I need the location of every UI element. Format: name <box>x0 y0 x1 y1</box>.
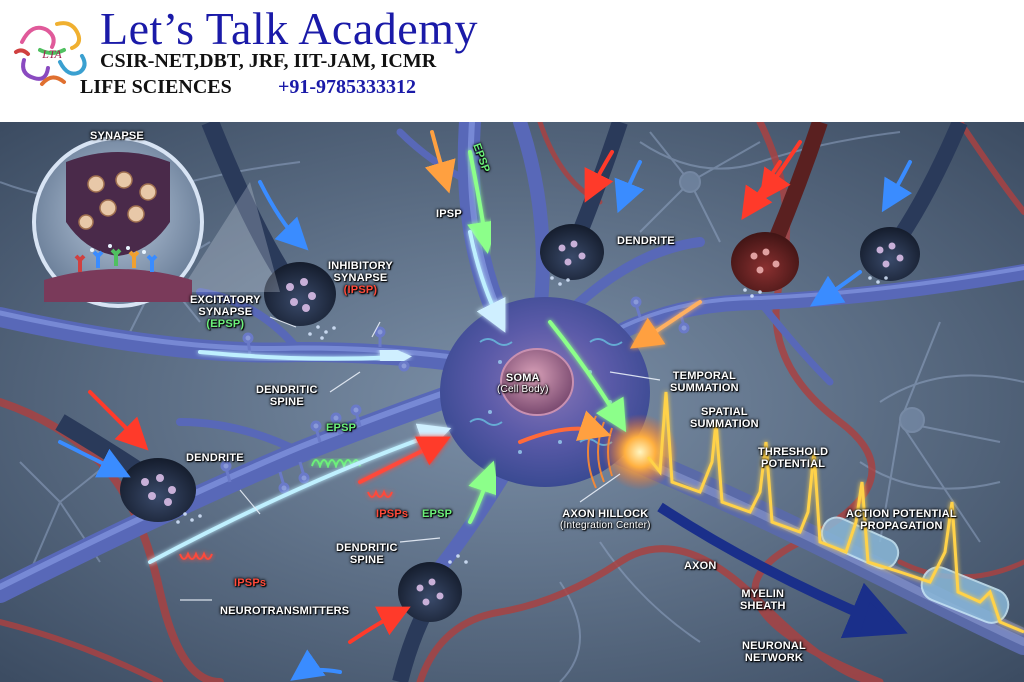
label-dendritic-spine-lower: DENDRITIC SPINE <box>336 542 398 566</box>
synapse-inset <box>32 136 280 308</box>
label-neurotransmitters: NEUROTRANSMITTERS <box>220 605 350 617</box>
label-dendritic-spine-upper-1: DENDRITIC <box>256 384 318 396</box>
label-inhibitory-synapse: INHIBITORY SYNAPSE (IPSP) <box>328 260 393 296</box>
subject-label: LIFE SCIENCES <box>80 76 232 98</box>
input-arrow-far-right-blue <box>881 160 913 213</box>
label-soma: SOMA (Cell Body) <box>497 372 549 396</box>
input-arrow-right-blue <box>809 270 862 307</box>
label-action-potential-1: ACTION POTENTIAL <box>846 508 957 520</box>
label-action-potential-2: PROPAGATION <box>860 520 943 532</box>
leader-lines <box>180 316 661 601</box>
input-arrow-top-blue <box>614 160 645 214</box>
epsp-arrow-top <box>467 150 499 254</box>
epsp-arrow-lower <box>468 460 499 524</box>
label-dendritic-spine-lower-2: SPINE <box>349 554 384 566</box>
label-axon-hillock: AXON HILLOCK (Integration Center) <box>560 508 651 532</box>
label-dendrite-top: DENDRITE <box>617 235 675 247</box>
neurotransmitter-particles <box>176 276 888 564</box>
ipsp-arrow-lower <box>358 436 451 484</box>
label-myelin-sheath: MYELIN SHEATH <box>740 588 786 612</box>
header-banner: LTA Let’s Talk Academy CSIR-NET,DBT, JRF… <box>0 0 1024 122</box>
label-epsp-low: EPSP <box>422 508 453 520</box>
label-ipsps-mid: IPSPs <box>376 508 409 520</box>
axon <box>607 439 1024 655</box>
neuron-illustration: SYNAPSE EPSP IPSP DENDRITE INHIBITORY SY… <box>0 122 1024 682</box>
label-spatial-2: SUMMATION <box>690 418 759 430</box>
neuron-diagram <box>0 122 1024 682</box>
axon-propagation-arrow <box>657 502 908 639</box>
terminal-inhibitory-red <box>731 122 828 292</box>
label-threshold-potential: THRESHOLD POTENTIAL <box>758 446 828 470</box>
label-axon: AXON <box>684 560 717 572</box>
terminal-bottom <box>392 562 462 682</box>
soma-arrow-green <box>548 320 627 433</box>
input-arrow-upper-right-red2 <box>741 160 782 220</box>
terminal-right <box>860 122 968 281</box>
presynaptic-terminals <box>55 122 968 682</box>
signal-arrows <box>58 130 913 681</box>
action-potential-trace <box>646 391 1024 634</box>
exam-list: CSIR-NET,DBT, JRF, IIT-JAM, ICMR <box>100 50 437 72</box>
flow-arrow-lower-dendrite <box>148 423 452 564</box>
label-threshold-1: THRESHOLD <box>758 446 829 458</box>
label-inhibitory-line2: SYNAPSE <box>333 272 388 284</box>
input-arrow-bottom-red <box>348 606 411 644</box>
label-inhibitory-ipsp: (IPSP) <box>343 284 378 296</box>
label-soma-sub: (Cell Body) <box>497 384 549 395</box>
label-synapse: SYNAPSE <box>90 130 144 142</box>
input-arrow-left-blue <box>58 440 131 478</box>
label-dendritic-spine-upper: DENDRITIC SPINE <box>256 384 318 408</box>
input-arrow-top-red <box>584 150 614 203</box>
label-temporal-2: SUMMATION <box>670 382 739 394</box>
label-spatial-1: SPATIAL <box>700 406 748 418</box>
label-axon-hillock-title: AXON HILLOCK <box>562 508 649 520</box>
lta-logo-icon: LTA <box>14 21 87 86</box>
flow-arrow-right-dendrite <box>630 300 702 349</box>
label-excitatory-synapse: EXCITATORY SYNAPSE (EPSP) <box>190 294 261 330</box>
label-epsp-mid: EPSP <box>326 422 357 434</box>
label-myelin-2: SHEATH <box>740 600 786 612</box>
input-arrow-left-red <box>88 390 149 451</box>
academy-title: Let’s Talk Academy <box>100 3 478 54</box>
input-arrow-top-orange <box>424 130 456 194</box>
label-threshold-2: POTENTIAL <box>761 458 826 470</box>
label-excitatory-epsp: (EPSP) <box>206 318 245 330</box>
axon-arrowhead <box>860 602 900 634</box>
label-dendritic-spine-upper-2: SPINE <box>269 396 304 408</box>
dendritic-spines <box>220 296 690 494</box>
input-arrow-top-left-blue <box>258 180 309 251</box>
label-temporal-1: TEMPORAL <box>672 370 737 382</box>
label-ipsps-low: IPSPs <box>234 577 267 589</box>
flow-arrow-top-dendrite <box>468 230 506 333</box>
label-excitatory-line1: EXCITATORY <box>190 294 261 306</box>
label-spatial-summation: SPATIAL SUMMATION <box>690 406 759 430</box>
label-neuronal-1: NEURONAL <box>742 640 806 652</box>
ipsp-spines <box>179 489 393 560</box>
label-action-potential: ACTION POTENTIAL PROPAGATION <box>846 508 957 532</box>
label-excitatory-line2: SYNAPSE <box>198 306 253 318</box>
label-ipsp-top: IPSP <box>436 208 462 220</box>
phone-number[interactable]: +91-9785333312 <box>278 76 417 98</box>
label-neuronal-network: NEURONAL NETWORK <box>742 640 806 664</box>
label-soma-title: SOMA <box>505 372 540 384</box>
label-dendrite-left: DENDRITE <box>186 452 244 464</box>
soma-arrow-red <box>518 410 612 444</box>
input-arrow-bottom-blue <box>290 649 342 681</box>
label-inhibitory-line1: INHIBITORY <box>328 260 393 272</box>
label-temporal-summation: TEMPORAL SUMMATION <box>670 370 739 394</box>
label-myelin-1: MYELIN <box>741 588 785 600</box>
flow-arrow-upper-dendrite <box>198 342 412 374</box>
terminal-excitatory <box>201 122 336 326</box>
label-axon-hillock-sub: (Integration Center) <box>560 520 651 531</box>
label-dendritic-spine-lower-1: DENDRITIC <box>336 542 398 554</box>
logo-text: LTA <box>41 47 62 61</box>
label-neuronal-2: NETWORK <box>744 652 804 664</box>
